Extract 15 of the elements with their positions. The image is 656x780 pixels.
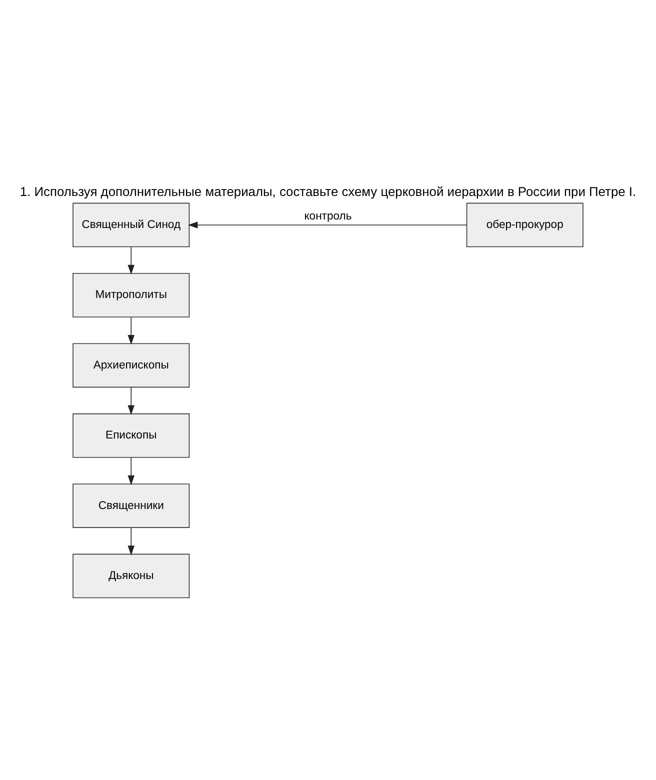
node-box: Священный Синод — [72, 202, 190, 248]
node-box: Митрополиты — [72, 273, 190, 318]
node-box: Священники — [72, 484, 190, 528]
arrow — [188, 222, 467, 228]
arrow — [128, 457, 135, 486]
arrow — [128, 316, 135, 345]
node-box: Архиепископы — [72, 343, 190, 388]
arrow — [128, 387, 135, 415]
node-box: Епископы — [72, 413, 190, 458]
node-box: обер-прокурор — [466, 202, 584, 248]
arrow — [128, 246, 135, 275]
edge-label: контроль — [304, 210, 352, 223]
diagram-title: 1. Используя дополнительные материалы, составьте схему церковной иерархии в России при Петре I. — [20, 184, 636, 199]
node-box: Дьяконы — [72, 554, 190, 598]
arrow — [128, 528, 135, 556]
